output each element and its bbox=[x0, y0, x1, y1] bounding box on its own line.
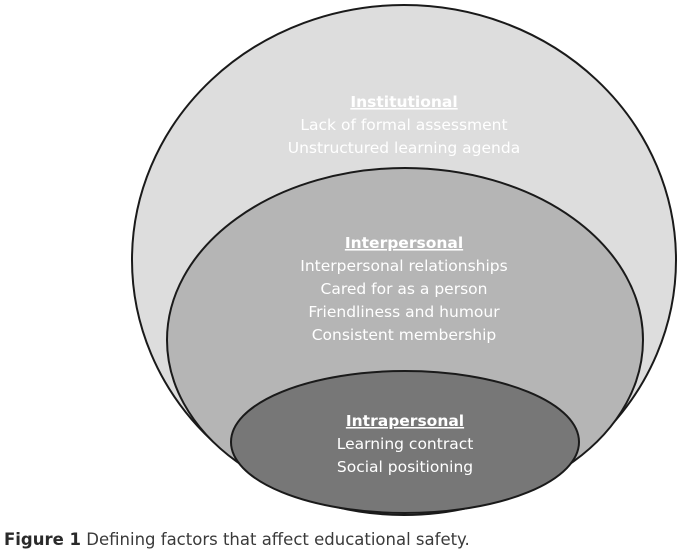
interpersonal-title: Interpersonal bbox=[345, 234, 463, 252]
interpersonal-item: Cared for as a person bbox=[321, 280, 488, 298]
figure-caption-text: Defining factors that affect educational… bbox=[81, 530, 470, 549]
figure-label: Figure 1 bbox=[4, 530, 82, 549]
interpersonal-item: Interpersonal relationships bbox=[300, 257, 507, 275]
intrapersonal-item: Social positioning bbox=[337, 458, 473, 476]
nested-ellipse-diagram: Institutional Lack of formal assessment … bbox=[131, 4, 677, 516]
intrapersonal-item: Learning contract bbox=[337, 435, 474, 453]
intrapersonal-title: Intrapersonal bbox=[346, 412, 464, 430]
intrapersonal-ellipse bbox=[230, 370, 580, 514]
interpersonal-item: Consistent membership bbox=[312, 326, 497, 344]
institutional-item: Lack of formal assessment bbox=[300, 116, 507, 134]
figure-caption: Figure 1 Defining factors that affect ed… bbox=[4, 530, 679, 549]
interpersonal-item: Friendliness and humour bbox=[308, 303, 500, 321]
institutional-title: Institutional bbox=[350, 93, 457, 111]
institutional-item: Unstructured learning agenda bbox=[288, 139, 520, 157]
